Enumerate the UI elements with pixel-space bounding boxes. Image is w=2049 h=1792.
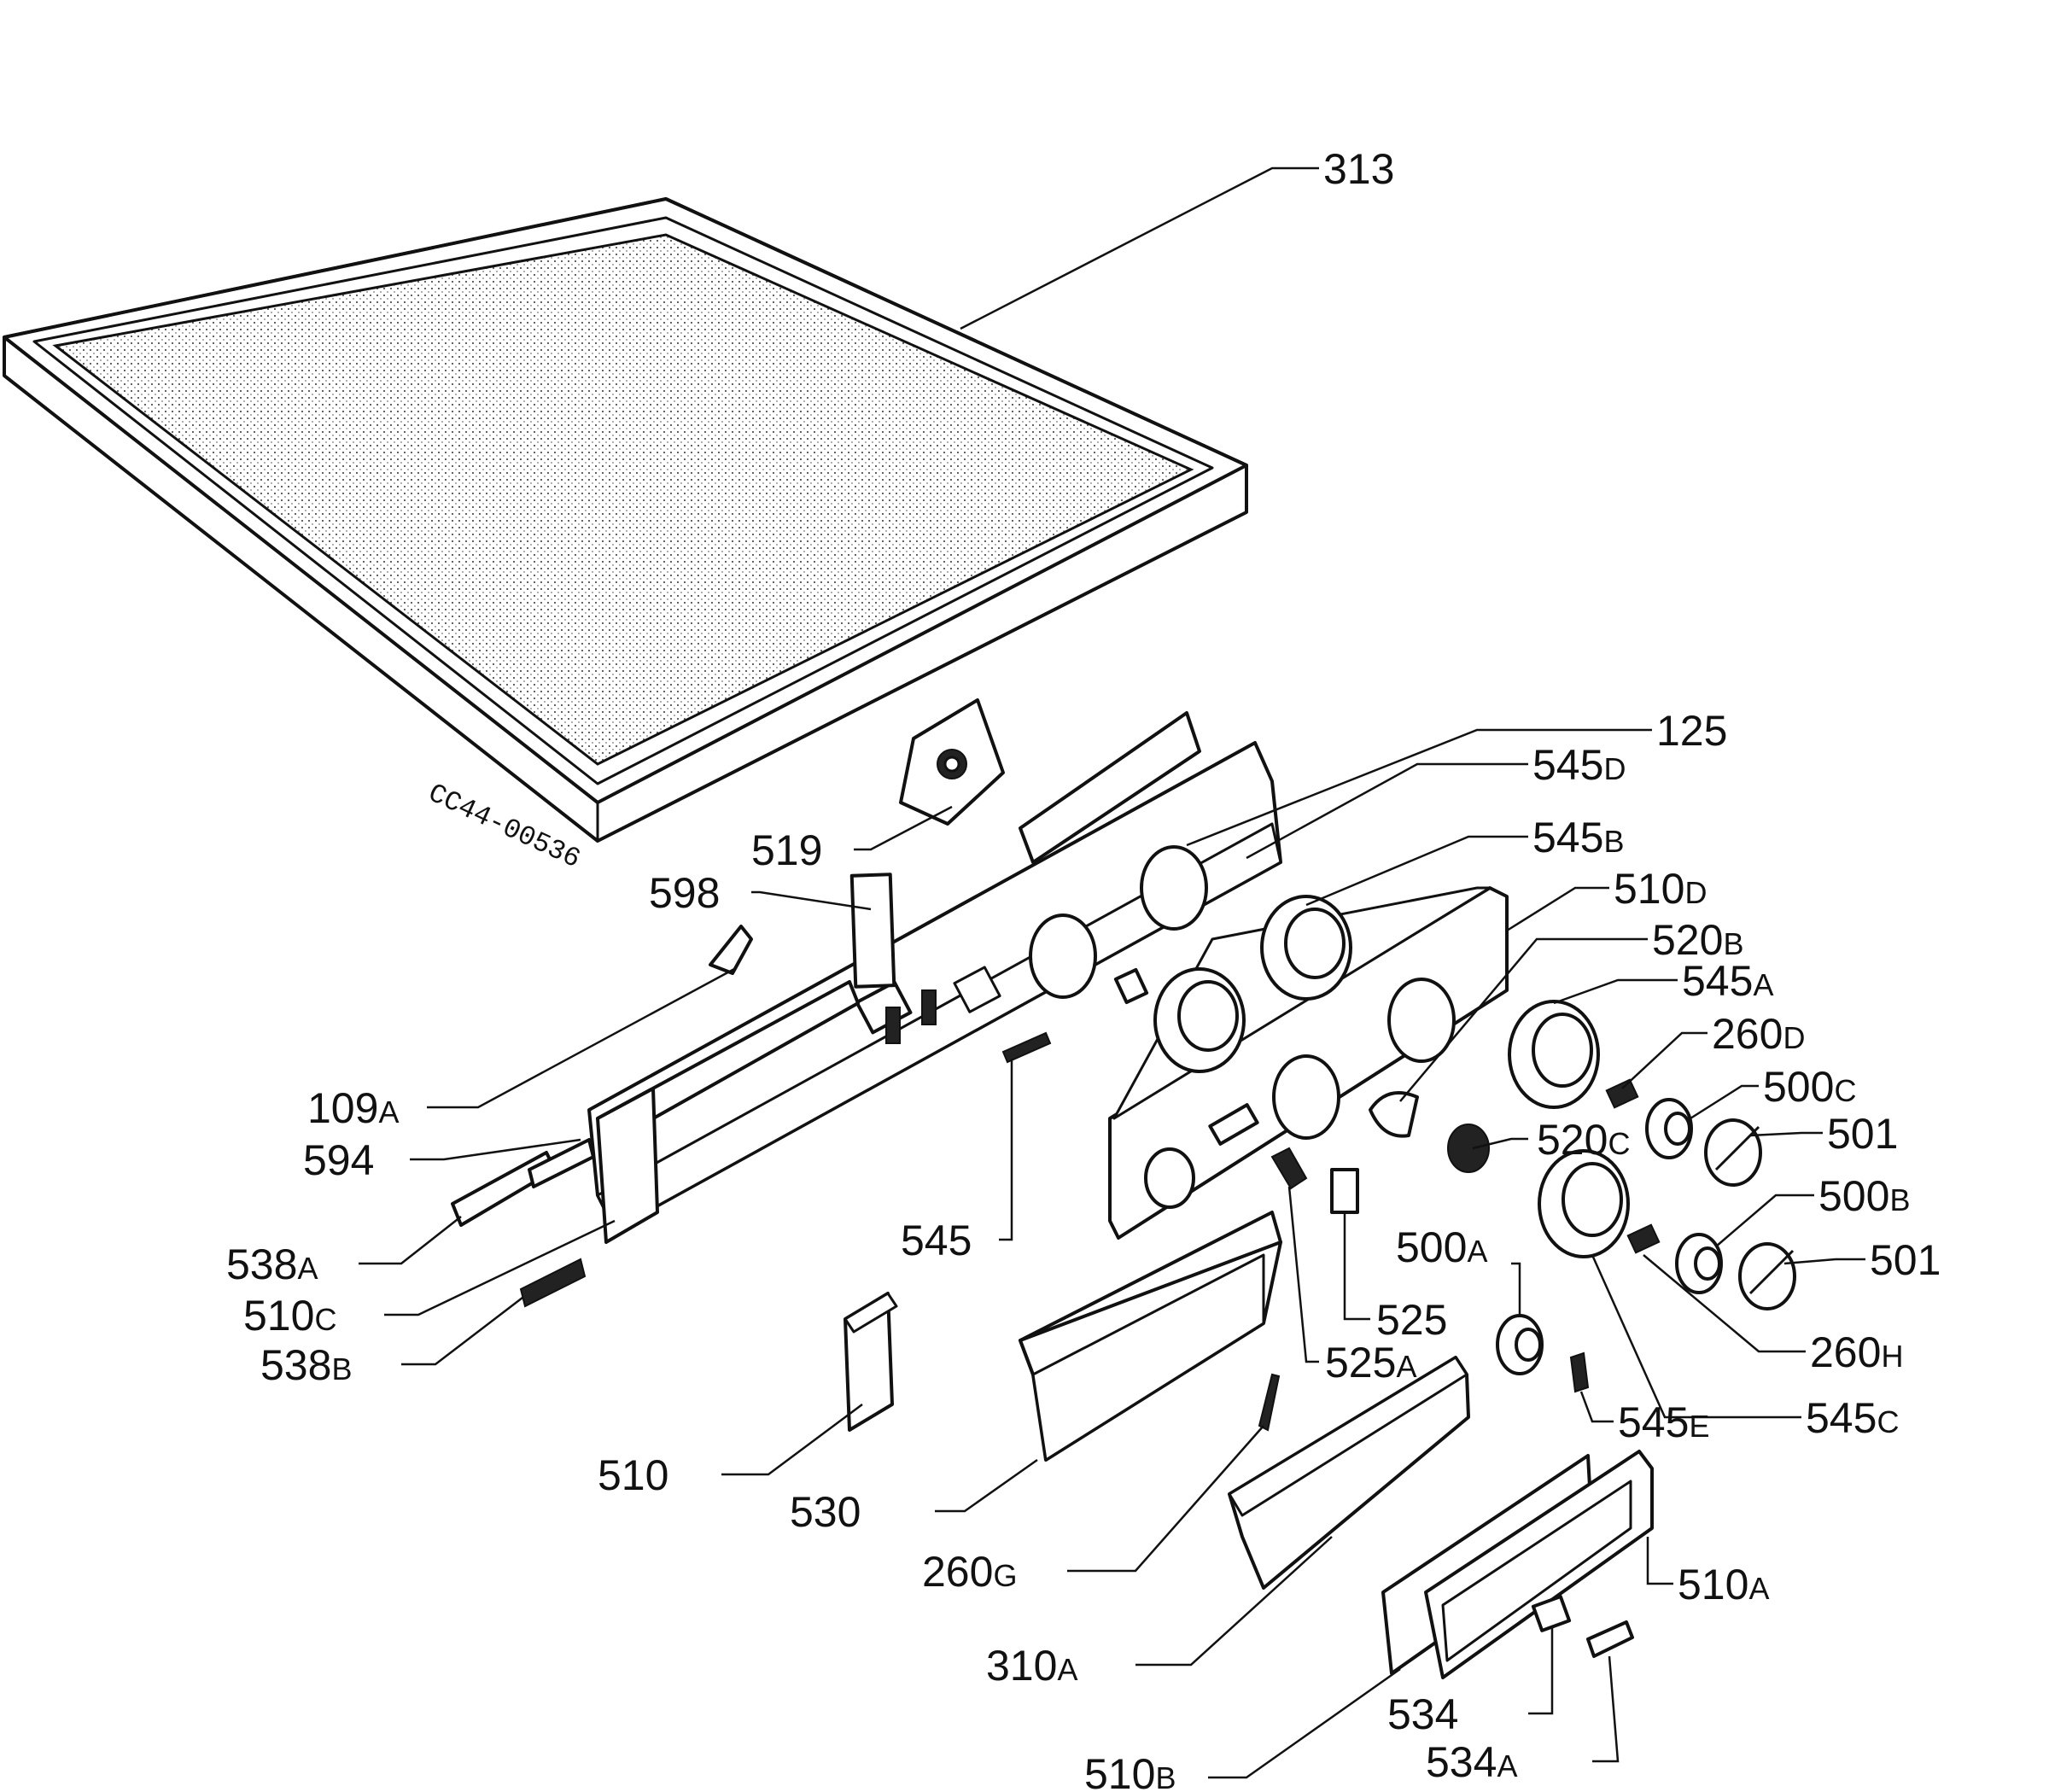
frame-510a bbox=[1424, 1450, 1654, 1679]
callout-538a: 538A bbox=[226, 1240, 318, 1288]
strip-510c bbox=[596, 980, 860, 1244]
callout-313: 313 bbox=[1323, 145, 1394, 193]
part-594 bbox=[528, 1138, 595, 1188]
callout-545e: 545E bbox=[1618, 1398, 1709, 1446]
callout-500b: 500B bbox=[1818, 1172, 1910, 1220]
mounting-plate-519 bbox=[899, 698, 1005, 826]
callout-545c: 545C bbox=[1806, 1394, 1899, 1442]
knob-base-500b bbox=[1675, 1233, 1723, 1294]
callout-501-upper: 501 bbox=[1827, 1110, 1898, 1158]
part-538b bbox=[519, 1258, 587, 1308]
callout-545: 545 bbox=[901, 1217, 972, 1264]
ring-545b bbox=[1260, 895, 1352, 1001]
callout-125: 125 bbox=[1656, 707, 1727, 755]
part-525 bbox=[1330, 1168, 1359, 1214]
callout-534a: 534A bbox=[1426, 1738, 1517, 1786]
callout-500c: 500C bbox=[1763, 1063, 1856, 1111]
knob-501-lower bbox=[1738, 1242, 1796, 1310]
callout-510c: 510C bbox=[243, 1292, 336, 1340]
callout-598: 598 bbox=[649, 869, 720, 917]
door-530 bbox=[1019, 1211, 1282, 1462]
control-housing-125 bbox=[587, 711, 1282, 1231]
latch-534 bbox=[1531, 1595, 1572, 1632]
callout-500a: 500A bbox=[1396, 1223, 1487, 1271]
callout-260h: 260H bbox=[1810, 1328, 1903, 1376]
glass-panel-313 bbox=[3, 197, 1248, 843]
callout-310a: 310A bbox=[986, 1642, 1077, 1690]
clip-109a bbox=[709, 925, 753, 975]
knob-501-upper bbox=[1704, 1118, 1762, 1187]
callout-519: 519 bbox=[751, 826, 822, 874]
callout-260d: 260D bbox=[1712, 1010, 1805, 1058]
callout-520c: 520C bbox=[1537, 1116, 1630, 1164]
callout-525: 525 bbox=[1376, 1296, 1447, 1344]
ring-545c bbox=[1538, 1149, 1630, 1258]
clip-520c bbox=[1447, 1124, 1490, 1173]
leader-lines bbox=[359, 166, 1865, 1779]
ring-545d bbox=[1113, 967, 1246, 1073]
spring-260h bbox=[1626, 1223, 1661, 1254]
callout-534: 534 bbox=[1387, 1690, 1458, 1738]
callout-501-lower: 501 bbox=[1870, 1236, 1941, 1284]
callout-260g: 260G bbox=[922, 1548, 1017, 1596]
callout-545d: 545D bbox=[1532, 741, 1626, 789]
callout-538b: 538B bbox=[260, 1341, 352, 1389]
callout-109a: 109A bbox=[307, 1084, 399, 1132]
callout-545a: 545A bbox=[1682, 957, 1773, 1005]
callout-545b: 545B bbox=[1532, 814, 1624, 861]
tab-545 bbox=[1001, 1031, 1052, 1064]
callout-520b: 520B bbox=[1652, 916, 1743, 964]
ring-545a bbox=[1508, 1000, 1600, 1109]
handle-510 bbox=[844, 1292, 898, 1432]
spring-260d bbox=[1605, 1078, 1639, 1109]
knob-base-500c bbox=[1645, 1098, 1693, 1159]
panel-310a bbox=[1228, 1356, 1470, 1590]
knob-base-500a bbox=[1496, 1314, 1544, 1375]
callout-labels: 313 125 545D 545B 510D 520B 545A 260D 50… bbox=[226, 145, 1941, 1792]
part-525a bbox=[1270, 1147, 1308, 1190]
callout-525a: 525A bbox=[1325, 1339, 1416, 1386]
latch-534a bbox=[1586, 1620, 1634, 1658]
callout-510a: 510A bbox=[1678, 1561, 1769, 1608]
spring-260g bbox=[1258, 1373, 1281, 1432]
callout-530: 530 bbox=[790, 1488, 861, 1536]
callout-510d: 510D bbox=[1614, 865, 1707, 913]
callout-594: 594 bbox=[303, 1136, 374, 1184]
tab-545e bbox=[1569, 1351, 1590, 1393]
callout-510b: 510B bbox=[1084, 1750, 1176, 1792]
callout-510: 510 bbox=[598, 1451, 668, 1499]
bracket-598 bbox=[849, 873, 896, 989]
clip-520b bbox=[1369, 1091, 1419, 1138]
